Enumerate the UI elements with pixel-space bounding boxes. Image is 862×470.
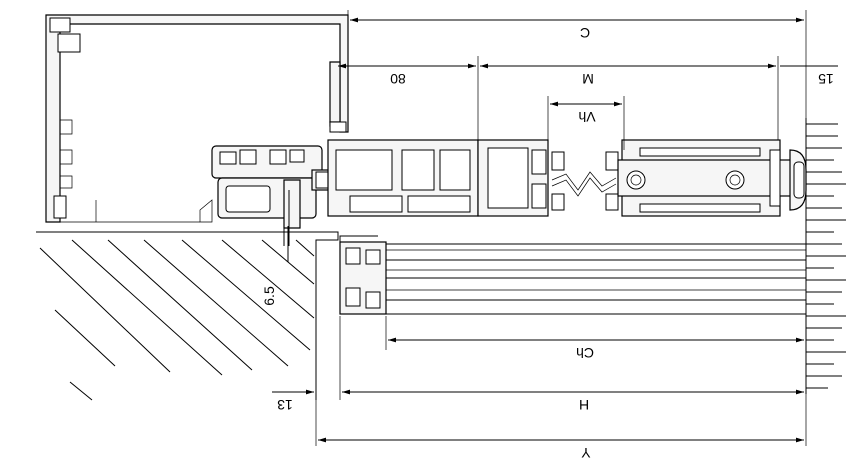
door-leaf: [327, 139, 549, 217]
dimension-lines: [272, 10, 838, 446]
dim-15: 15: [818, 71, 834, 87]
dim-6-5: 6.5: [261, 286, 277, 306]
wall-hatch: [805, 118, 846, 394]
dim-ch: Ch: [576, 345, 594, 361]
dim-y: Y: [581, 445, 591, 461]
dim-vh: Vh: [578, 109, 595, 125]
threshold-rails: [339, 235, 806, 315]
dim-m: M: [582, 71, 594, 87]
dim-80: 80: [390, 71, 406, 87]
dim-c: C: [580, 25, 590, 41]
seal-gap: [547, 150, 625, 212]
floor-section: [36, 231, 339, 401]
dim-13: 13: [277, 397, 293, 413]
right-leaf: [617, 139, 807, 217]
dim-h: H: [579, 397, 589, 413]
frame-profile: [45, 14, 349, 223]
dimension-labels: C 80 M 15 Vh 6.5 Ch 13 H Y: [261, 25, 834, 461]
roller-carriage: [199, 145, 359, 246]
